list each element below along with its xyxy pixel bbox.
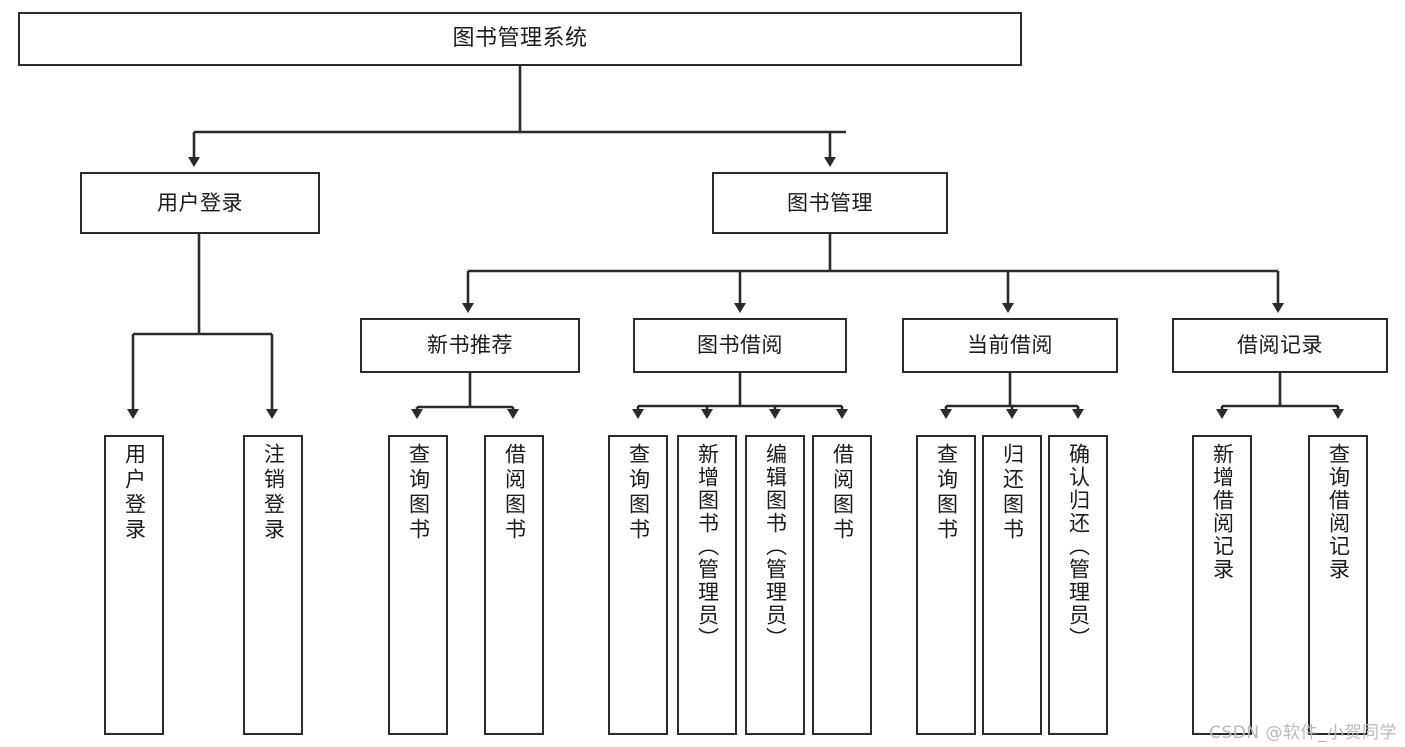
- leaf-label: 编辑图书（管理员）: [763, 443, 788, 650]
- node-current-borrow[interactable]: 当前借阅: [902, 318, 1118, 373]
- leaf-borrow-edit-book[interactable]: 编辑图书（管理员）: [745, 435, 805, 735]
- leaf-borrow-query[interactable]: 查询图书: [608, 435, 668, 735]
- node-borrow-record[interactable]: 借阅记录: [1172, 318, 1388, 373]
- node-root-system[interactable]: 图书管理系统: [18, 12, 1022, 66]
- node-book-management[interactable]: 图书管理: [712, 172, 948, 234]
- node-book-borrow-label: 图书借阅: [697, 333, 783, 358]
- leaf-label: 查询图书: [406, 443, 431, 543]
- leaf-label: 新增图书（管理员）: [695, 443, 720, 650]
- leaf-current-return[interactable]: 归还图书: [982, 435, 1042, 735]
- leaf-label: 新增借阅记录: [1210, 443, 1235, 581]
- node-borrow-record-label: 借阅记录: [1237, 333, 1323, 358]
- node-book-management-label: 图书管理: [787, 190, 873, 215]
- leaf-record-add[interactable]: 新增借阅记录: [1192, 435, 1252, 735]
- leaf-borrow-borrow-book[interactable]: 借阅图书: [812, 435, 872, 735]
- leaf-new-book-borrow[interactable]: 借阅图书: [484, 435, 544, 735]
- node-user-login-label: 用户登录: [157, 190, 243, 215]
- leaf-label: 借阅图书: [502, 443, 527, 543]
- node-new-book-recommend-label: 新书推荐: [427, 333, 513, 358]
- node-root-label: 图书管理系统: [452, 26, 588, 52]
- watermark-text: CSDN @软件_小贺同学: [1209, 723, 1397, 743]
- node-book-borrow[interactable]: 图书借阅: [633, 318, 847, 373]
- leaf-label: 查询图书: [626, 443, 651, 543]
- leaf-user-login-logout[interactable]: 注销登录: [243, 435, 303, 735]
- leaf-label: 注销登录: [261, 443, 286, 543]
- node-current-borrow-label: 当前借阅: [967, 333, 1053, 358]
- node-user-login[interactable]: 用户登录: [80, 172, 320, 234]
- leaf-label: 借阅图书: [830, 443, 855, 543]
- leaf-borrow-add-book[interactable]: 新增图书（管理员）: [677, 435, 737, 735]
- leaf-record-query[interactable]: 查询借阅记录: [1308, 435, 1368, 735]
- leaf-label: 归还图书: [1000, 443, 1025, 543]
- leaf-label: 查询图书: [934, 443, 959, 543]
- leaf-current-query[interactable]: 查询图书: [916, 435, 976, 735]
- leaf-label: 用户登录: [122, 443, 147, 543]
- leaf-label: 确认归还（管理员）: [1066, 443, 1091, 650]
- leaf-user-login-login[interactable]: 用户登录: [104, 435, 164, 735]
- leaf-current-confirm-return[interactable]: 确认归还（管理员）: [1048, 435, 1108, 735]
- leaf-new-book-query[interactable]: 查询图书: [388, 435, 448, 735]
- node-new-book-recommend[interactable]: 新书推荐: [360, 318, 580, 373]
- leaf-label: 查询借阅记录: [1326, 443, 1351, 581]
